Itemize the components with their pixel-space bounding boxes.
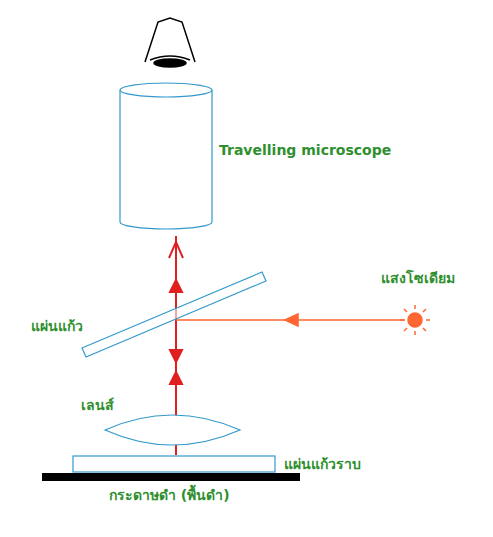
part-label: แผ่นแก้วราบ xyxy=(283,456,362,473)
instrument-label: Travelling microscope xyxy=(218,142,392,159)
part-label: แผ่นแก้ว xyxy=(30,318,84,335)
part-label: กระดาษดำ (พื้นดำ) xyxy=(108,487,231,504)
eye-symbol xyxy=(145,18,195,67)
microscope-tube xyxy=(120,83,212,229)
flat-glass-plate xyxy=(73,456,275,472)
light-source-label: แสงโซเดียม xyxy=(380,270,456,287)
part-label: เลนส์ xyxy=(80,397,115,414)
lens xyxy=(105,415,240,445)
black-paper xyxy=(42,473,300,481)
glass-plate-tilted xyxy=(82,272,266,357)
sodium-light xyxy=(176,305,430,335)
